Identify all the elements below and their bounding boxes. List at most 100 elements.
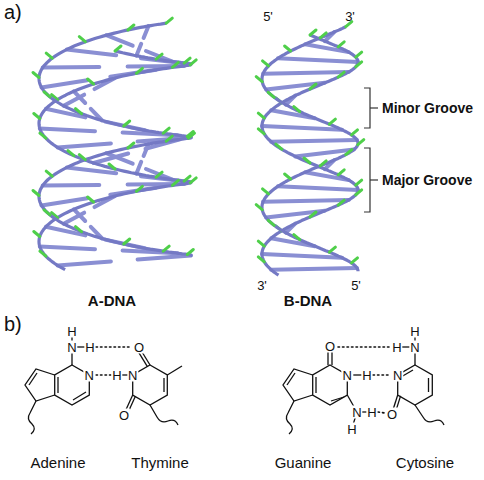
atom-label: N <box>342 369 353 382</box>
phosphate-stick <box>68 151 74 156</box>
phosphate-stick <box>136 186 142 191</box>
phosphate-stick <box>310 212 316 217</box>
phosphate-stick <box>44 210 50 215</box>
hydrogen-bond <box>338 346 391 348</box>
guanine-structure <box>283 349 372 434</box>
base-pair-stick <box>263 72 349 74</box>
phosphate-stick <box>88 197 94 202</box>
atom-label: H <box>366 406 377 419</box>
double-bond <box>57 377 58 393</box>
phosphate-stick <box>258 129 264 134</box>
phosphate-stick <box>40 133 46 138</box>
base-stick <box>67 49 116 55</box>
double-bond <box>331 397 344 401</box>
ring-bond <box>283 369 313 401</box>
phosphate-stick <box>258 257 264 262</box>
adenine-structure <box>25 331 89 434</box>
double-bond <box>73 392 86 400</box>
sugar-link <box>415 405 444 425</box>
double-bond <box>287 373 295 385</box>
atom-label: O <box>133 341 145 354</box>
strand-end-label: 3' <box>345 10 355 23</box>
base-stick <box>106 35 132 46</box>
phosphate-stick <box>338 170 344 175</box>
phosphate-stick <box>136 68 142 73</box>
phosphate-stick <box>338 72 344 77</box>
base-stick <box>106 153 132 164</box>
phosphate-stick <box>310 84 316 89</box>
phosphate-stick <box>189 133 195 138</box>
sugar-link <box>150 405 178 425</box>
phosphate-stick <box>294 107 300 112</box>
base-stick <box>40 129 95 132</box>
atom-label: H <box>409 325 420 338</box>
phosphate-stick <box>156 54 162 59</box>
atom-label: H <box>346 423 357 436</box>
double-bond <box>29 373 37 385</box>
atom-label: N <box>392 369 403 382</box>
phosphate-stick <box>124 239 130 244</box>
base-stick <box>46 227 86 236</box>
phosphate-stick <box>163 128 169 133</box>
phosphate-stick <box>166 18 172 23</box>
phosphate-stick <box>356 52 362 57</box>
sugar-link <box>286 401 294 434</box>
base-stick <box>74 91 85 103</box>
phosphate-stick <box>268 92 274 97</box>
panel-label: a) <box>4 2 22 22</box>
sugar-phosphate-backbone <box>39 23 191 256</box>
thymine-structure <box>118 347 182 425</box>
atom-label: O <box>118 409 130 422</box>
phosphate-stick <box>268 220 274 225</box>
phosphate-stick <box>329 119 335 124</box>
minor-groove-bracket <box>364 88 370 128</box>
phosphate-stick <box>258 113 264 118</box>
phosphate-stick <box>109 164 115 169</box>
hydrogen-bond <box>378 412 385 413</box>
phosphate-stick <box>256 77 262 82</box>
phosphate-stick <box>156 172 162 177</box>
phosphate-stick <box>88 79 94 84</box>
atom-label: N <box>84 369 95 382</box>
dna-form-label: B-DNA <box>284 293 332 308</box>
base-pair-stick <box>271 268 357 270</box>
phosphate-stick <box>258 241 264 246</box>
strand-end-label: 3' <box>257 279 267 292</box>
sugar-phosphate-backbone <box>39 51 191 270</box>
phosphate-stick <box>46 53 52 58</box>
base-pair-stick <box>271 140 357 142</box>
atom-label: O <box>324 340 336 353</box>
methyl-bond <box>167 366 182 375</box>
phosphate-stick <box>128 25 134 30</box>
phosphate-stick <box>190 60 196 65</box>
base-stick <box>136 162 141 174</box>
cytosine-structure <box>392 331 444 425</box>
bracket-tick <box>370 107 378 108</box>
phosphate-stick <box>166 136 172 141</box>
nucleobase-name: Adenine <box>30 455 85 470</box>
phosphate-stick <box>329 247 335 252</box>
phosphate-stick <box>33 73 39 78</box>
phosphate-stick <box>172 180 178 185</box>
phosphate-stick <box>310 30 316 35</box>
hydrogen-bond <box>373 374 390 376</box>
a-dna-helix <box>33 18 196 269</box>
base-stick <box>58 261 111 265</box>
atom-label: N <box>409 341 420 354</box>
phosphate-stick <box>338 42 344 47</box>
sugar-link <box>28 401 36 434</box>
phosphate-stick <box>263 61 269 66</box>
phosphate-stick <box>256 205 262 210</box>
atom-label: N <box>351 406 362 419</box>
double-bond <box>428 378 429 392</box>
phosphate-stick <box>44 92 50 97</box>
phosphate-stick <box>352 130 358 135</box>
phosphate-stick <box>34 114 40 119</box>
bracket-tick <box>370 179 378 180</box>
base-stick <box>42 80 88 87</box>
base-stick <box>138 255 191 259</box>
major-groove-bracket <box>364 148 370 212</box>
sugar-phosphate-backbone <box>262 27 358 272</box>
